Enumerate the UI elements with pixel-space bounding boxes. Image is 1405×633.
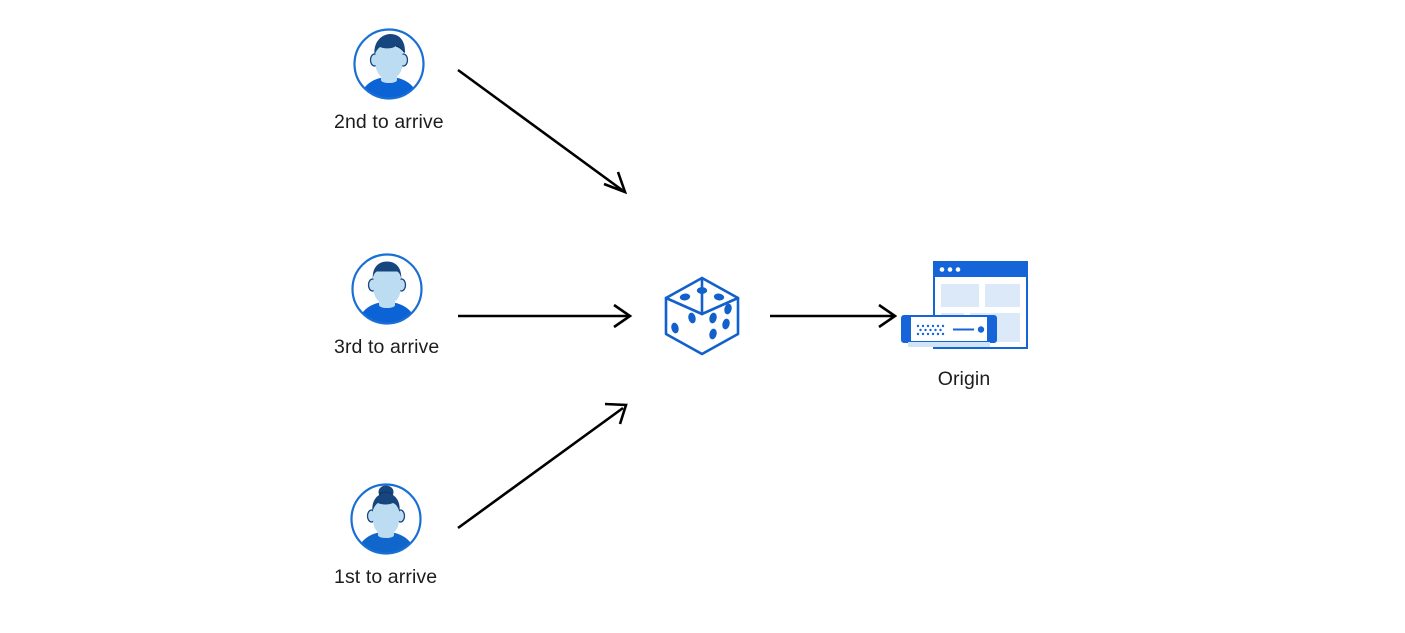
node-origin[interactable]: Origin	[898, 258, 1030, 391]
server-appliance-icon	[901, 315, 997, 347]
node-label-origin: Origin	[937, 368, 991, 390]
arrow-3rd-to-dice	[458, 303, 633, 329]
node-user-3rd[interactable]: 3rd to arrive	[334, 252, 439, 359]
arrow-1st-to-dice	[457, 402, 628, 530]
node-user-2nd[interactable]: 2nd to arrive	[334, 27, 444, 134]
node-label-user-3rd: 3rd to arrive	[334, 336, 440, 358]
origin-server-icon	[898, 258, 1030, 358]
node-user-1st[interactable]: 1st to arrive	[334, 482, 437, 589]
user-avatar-icon	[350, 252, 424, 326]
dice-icon	[656, 270, 748, 362]
node-dice[interactable]	[656, 270, 748, 372]
user-avatar-icon	[349, 482, 423, 556]
node-label-user-2nd: 2nd to arrive	[334, 111, 444, 133]
arrow-2nd-to-dice	[457, 68, 628, 195]
node-label-user-1st: 1st to arrive	[334, 566, 438, 588]
arrow-dice-to-origin	[770, 303, 898, 329]
user-avatar-icon	[352, 27, 426, 101]
